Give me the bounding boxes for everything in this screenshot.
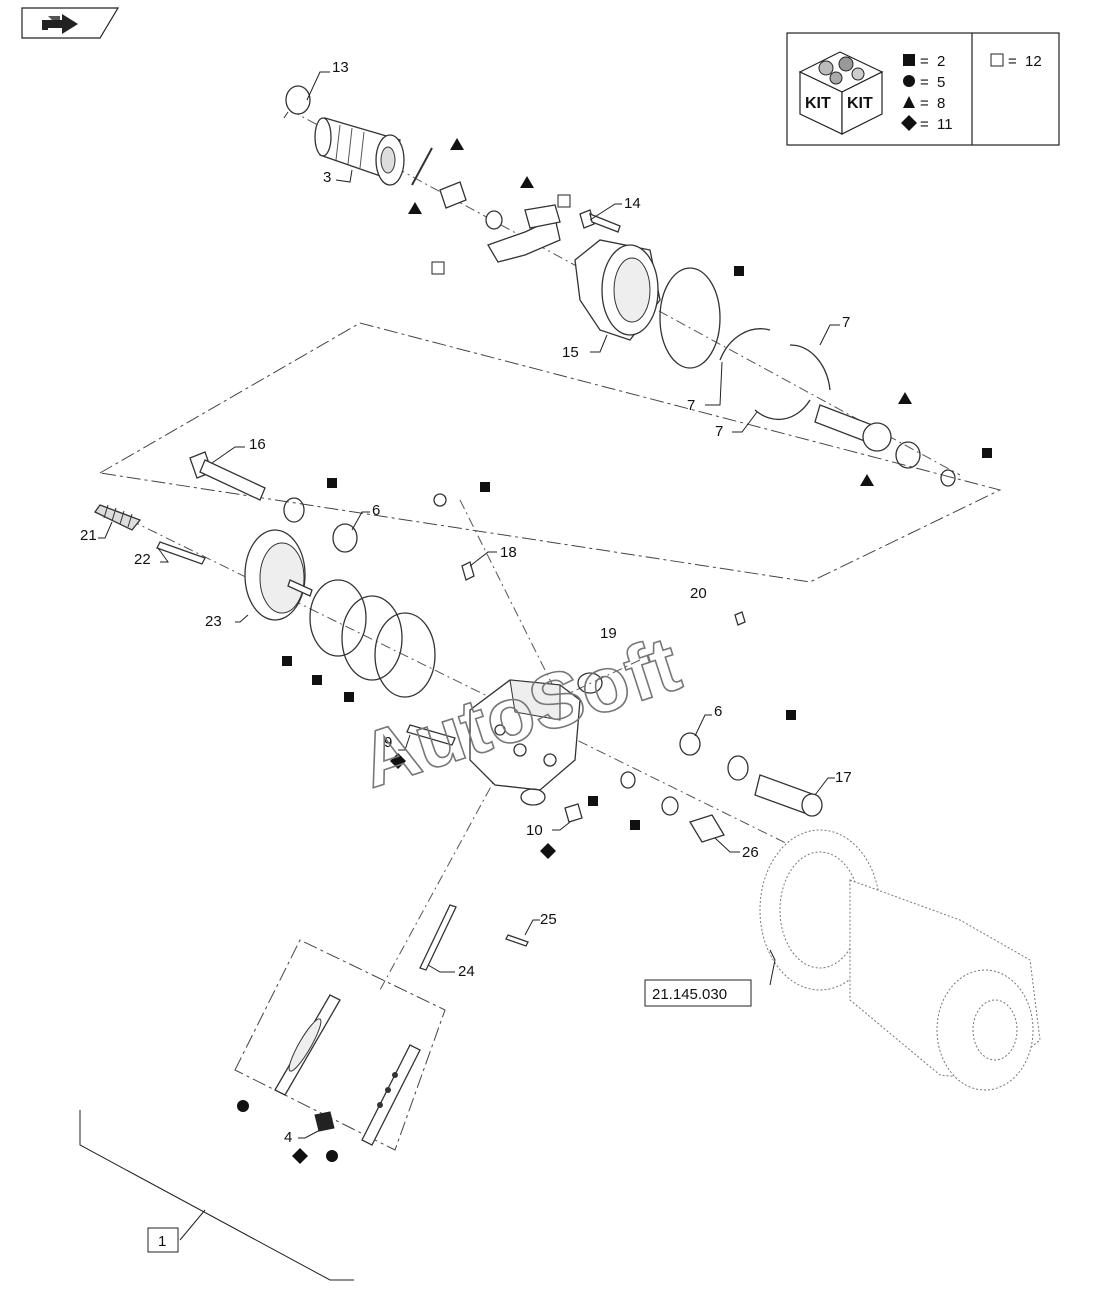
svg-text:=: = xyxy=(920,53,929,70)
part-shaft-right xyxy=(814,404,892,452)
reference-gear-assembly xyxy=(759,829,1041,1091)
part-7-shims xyxy=(719,328,831,421)
part-13-clamp xyxy=(283,85,311,119)
callout-17: 17 xyxy=(835,769,852,786)
part-25-key xyxy=(505,934,529,947)
plate-group-outline xyxy=(234,939,446,1151)
part-oring-top xyxy=(659,267,721,369)
part-10-plug xyxy=(564,803,583,823)
part-24-rod xyxy=(419,904,457,971)
svg-text:5: 5 xyxy=(937,74,945,91)
callout-4: 4 xyxy=(284,1129,292,1146)
callout-13: 13 xyxy=(332,59,349,76)
callout-26: 26 xyxy=(742,844,759,861)
part-18-fitting xyxy=(461,561,475,581)
callout-7c: 7 xyxy=(715,423,723,440)
svg-text:=: = xyxy=(920,95,929,112)
callout-3: 3 xyxy=(323,169,331,186)
part-plate-left xyxy=(274,994,341,1096)
reference-label: 21.145.030 xyxy=(652,986,727,1003)
part-oring-left-3 xyxy=(374,612,436,698)
forward-arrow-button[interactable] xyxy=(21,7,120,39)
callout-24: 24 xyxy=(458,963,475,980)
part-6-bushing-right xyxy=(679,732,701,756)
legend-row-square-filled: = 2 xyxy=(903,53,945,70)
part-valve-body xyxy=(469,679,581,791)
callout-21: 21 xyxy=(80,527,97,544)
part-plate-right xyxy=(361,1044,421,1146)
callout-6a: 6 xyxy=(372,502,380,519)
part-ring-right xyxy=(895,441,921,469)
part-bracket-plate xyxy=(487,204,561,263)
kit-label-right: KIT xyxy=(847,95,873,112)
part-16-bolt xyxy=(189,451,266,501)
forward-arrow-icon xyxy=(42,14,78,34)
part-15-housing xyxy=(574,239,661,341)
part-ring-body-bottom xyxy=(520,788,546,806)
kit-legend: KIT KIT = 2 = 5 = 8 = 11 = 12 xyxy=(786,32,1060,146)
part-20-plug xyxy=(734,611,746,626)
part-21-spring xyxy=(94,504,142,531)
part-oring-left-2 xyxy=(341,595,403,681)
callout-10: 10 xyxy=(526,822,543,839)
callout-16: 16 xyxy=(249,436,266,453)
callout-1: 1 xyxy=(158,1233,166,1250)
callout-1-box[interactable]: 1 xyxy=(147,1227,179,1253)
part-clip-mid xyxy=(620,771,636,789)
svg-text:12: 12 xyxy=(1025,53,1042,70)
part-26-nut xyxy=(689,814,725,843)
callout-6b: 6 xyxy=(714,703,722,720)
legend-row-circle-filled: = 5 xyxy=(903,74,945,91)
legend-row-square-open: = 12 xyxy=(990,53,1042,70)
part-clip-right xyxy=(940,469,956,487)
part-clip-mid-2 xyxy=(661,796,679,816)
legend-row-diamond-filled: = 11 xyxy=(901,115,953,133)
svg-text:=: = xyxy=(920,116,929,133)
part-washer-top xyxy=(485,210,503,230)
part-sleeve-top xyxy=(439,181,467,209)
part-ring-16 xyxy=(283,497,305,523)
part-6-bushing-left xyxy=(332,523,358,553)
part-22-pin xyxy=(156,541,206,565)
svg-text:=: = xyxy=(920,74,929,91)
svg-text:2: 2 xyxy=(937,53,945,70)
kit-label-left: KIT xyxy=(805,95,831,112)
callout-15: 15 xyxy=(562,344,579,361)
callout-22: 22 xyxy=(134,551,151,568)
svg-text:=: = xyxy=(1008,53,1017,70)
part-oring-left-1 xyxy=(309,579,367,657)
part-23-piston xyxy=(244,529,313,621)
part-3-bellows xyxy=(314,117,405,186)
part-17-sleeve xyxy=(754,774,823,817)
kit-box-icon: KIT KIT xyxy=(798,51,884,135)
part-pin-top xyxy=(411,147,433,186)
assembly-outline xyxy=(98,322,1002,583)
callout-25: 25 xyxy=(540,911,557,928)
group-bracket xyxy=(79,1110,354,1281)
part-ring-right-2 xyxy=(727,755,749,781)
part-ring-body-top xyxy=(577,672,603,694)
reference-link-21-145-030[interactable]: 21.145.030 xyxy=(644,979,752,1007)
callout-20: 20 xyxy=(690,585,707,602)
part-4-spacer xyxy=(314,1111,335,1132)
part-9-pin xyxy=(406,724,456,746)
legend-row-triangle-filled: = 8 xyxy=(903,95,945,112)
callout-14: 14 xyxy=(624,195,641,212)
part-ball xyxy=(433,493,447,507)
callout-7b: 7 xyxy=(687,397,695,414)
callout-19: 19 xyxy=(600,625,617,642)
svg-text:11: 11 xyxy=(937,116,953,133)
svg-text:8: 8 xyxy=(937,95,945,112)
callout-9: 9 xyxy=(384,734,392,751)
callout-7a: 7 xyxy=(842,314,850,331)
callout-18: 18 xyxy=(500,544,517,561)
callout-23: 23 xyxy=(205,613,222,630)
kit-markers xyxy=(237,138,992,1164)
